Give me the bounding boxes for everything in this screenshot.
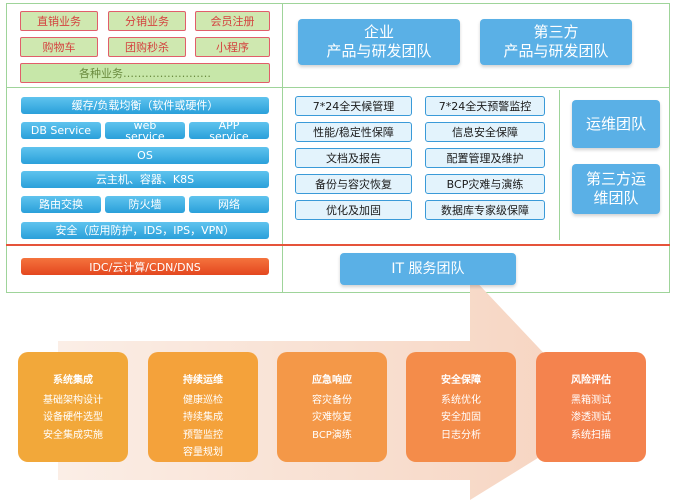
group-buy-box: 团购秒杀 [108, 37, 186, 57]
service-right-1: 7*24全天预警监控 [425, 96, 545, 116]
flow-card-item: 容灾备份 [312, 394, 352, 406]
cache-lb-bar: 缓存/负载均衡（软件或硬件） [21, 97, 269, 114]
flow-card-item: 安全集成实施 [43, 429, 103, 441]
service-right-5: 数据库专家级保障 [425, 200, 545, 220]
flow-card-item: 黑箱测试 [571, 394, 611, 406]
flow-card-item: BCP演练 [312, 429, 352, 441]
app-line-1: APP [218, 118, 240, 132]
flow-card-title: 系统集成 [53, 375, 93, 386]
web-line-1: web [133, 118, 157, 132]
flow-card-title: 风险评估 [571, 375, 611, 386]
flow-card-item: 系统优化 [441, 394, 481, 406]
flow-card-title: 安全保障 [441, 375, 481, 386]
app-service-box: APP service [189, 118, 269, 143]
flow-card-security: 安全保障 系统优化 安全加固 日志分析 [406, 352, 516, 462]
flow-card-item: 持续集成 [183, 412, 223, 423]
db-service-box: DB Service [21, 122, 101, 139]
web-line-2: service [125, 129, 165, 143]
third-party-line-1: 第三方 [533, 23, 579, 41]
flow-card-item: 健康巡检 [183, 394, 223, 406]
ops-team-box: 运维团队 [572, 100, 660, 148]
flow-card-item: 预警监控 [183, 429, 223, 441]
firewall-box: 防火墙 [105, 196, 185, 213]
enterprise-team-box: 企业 产品与研发团队 [298, 19, 460, 65]
flow-card-risk: 风险评估 黑箱测试 渗透测试 系统扫描 [536, 352, 646, 462]
shopping-cart-box: 购物车 [20, 37, 98, 57]
flow-card-item: 系统扫描 [571, 429, 611, 441]
service-right-3: 配置管理及维护 [425, 148, 545, 168]
mini-program-box: 小程序 [195, 37, 270, 57]
service-right-4: BCP灾难与演练 [425, 174, 545, 194]
column-divider-1 [282, 3, 283, 293]
flow-card-item: 容量规划 [183, 447, 223, 458]
flow-card-item: 渗透测试 [571, 412, 611, 423]
business-row-divider [6, 87, 670, 88]
flow-card-item: 日志分析 [441, 429, 481, 441]
it-service-team-box: IT 服务团队 [340, 253, 516, 285]
flow-card-operations: 持续运维 健康巡检 持续集成 预警监控 容量规划 [148, 352, 258, 462]
architecture-frame [6, 3, 670, 293]
base-red-divider [6, 244, 670, 246]
os-bar: OS [21, 147, 269, 164]
flow-card-emergency: 应急响应 容灾备份 灾难恢复 BCP演练 [277, 352, 387, 462]
service-left-5: 优化及加固 [295, 200, 412, 220]
flow-card-integration: 系统集成 基础架构设计 设备硬件选型 安全集成实施 [18, 352, 128, 462]
web-service-box: web service [105, 118, 185, 143]
service-left-3: 文档及报告 [295, 148, 412, 168]
service-left-4: 备份与容灾恢复 [295, 174, 412, 194]
enterprise-line-1: 企业 [363, 23, 394, 41]
network-box: 网络 [189, 196, 269, 213]
service-left-2: 性能/稳定性保障 [295, 122, 412, 142]
third-party-team-box: 第三方 产品与研发团队 [480, 19, 632, 65]
member-register-box: 会员注册 [195, 11, 270, 31]
direct-sales-box: 直销业务 [20, 11, 98, 31]
third-ops-line-2: 维团队 [593, 189, 639, 207]
flow-card-item: 设备硬件选型 [43, 412, 103, 423]
flow-card-item: 基础架构设计 [43, 394, 103, 406]
security-bar: 安全（应用防护，IDS，IPS，VPN） [21, 222, 269, 239]
app-line-2: service [209, 129, 249, 143]
routing-box: 路由交换 [21, 196, 101, 213]
third-ops-line-1: 第三方运 [585, 170, 646, 188]
flow-card-title: 应急响应 [312, 375, 352, 386]
third-party-line-2: 产品与研发团队 [503, 42, 609, 60]
service-right-2: 信息安全保障 [425, 122, 545, 142]
service-left-1: 7*24全天候管理 [295, 96, 412, 116]
cloud-bar: 云主机、容器、K8S [21, 171, 269, 188]
enterprise-line-2: 产品与研发团队 [326, 42, 432, 60]
third-party-ops-box: 第三方运 维团队 [572, 164, 660, 214]
distribution-box: 分销业务 [108, 11, 186, 31]
flow-card-item: 灾难恢复 [312, 412, 352, 423]
misc-business-box: 各种业务…………………… [20, 63, 270, 83]
flow-card-title: 持续运维 [183, 375, 223, 386]
column-divider-2 [559, 90, 560, 240]
flow-card-item: 安全加固 [441, 412, 481, 423]
idc-bar: IDC/云计算/CDN/DNS [21, 258, 269, 275]
